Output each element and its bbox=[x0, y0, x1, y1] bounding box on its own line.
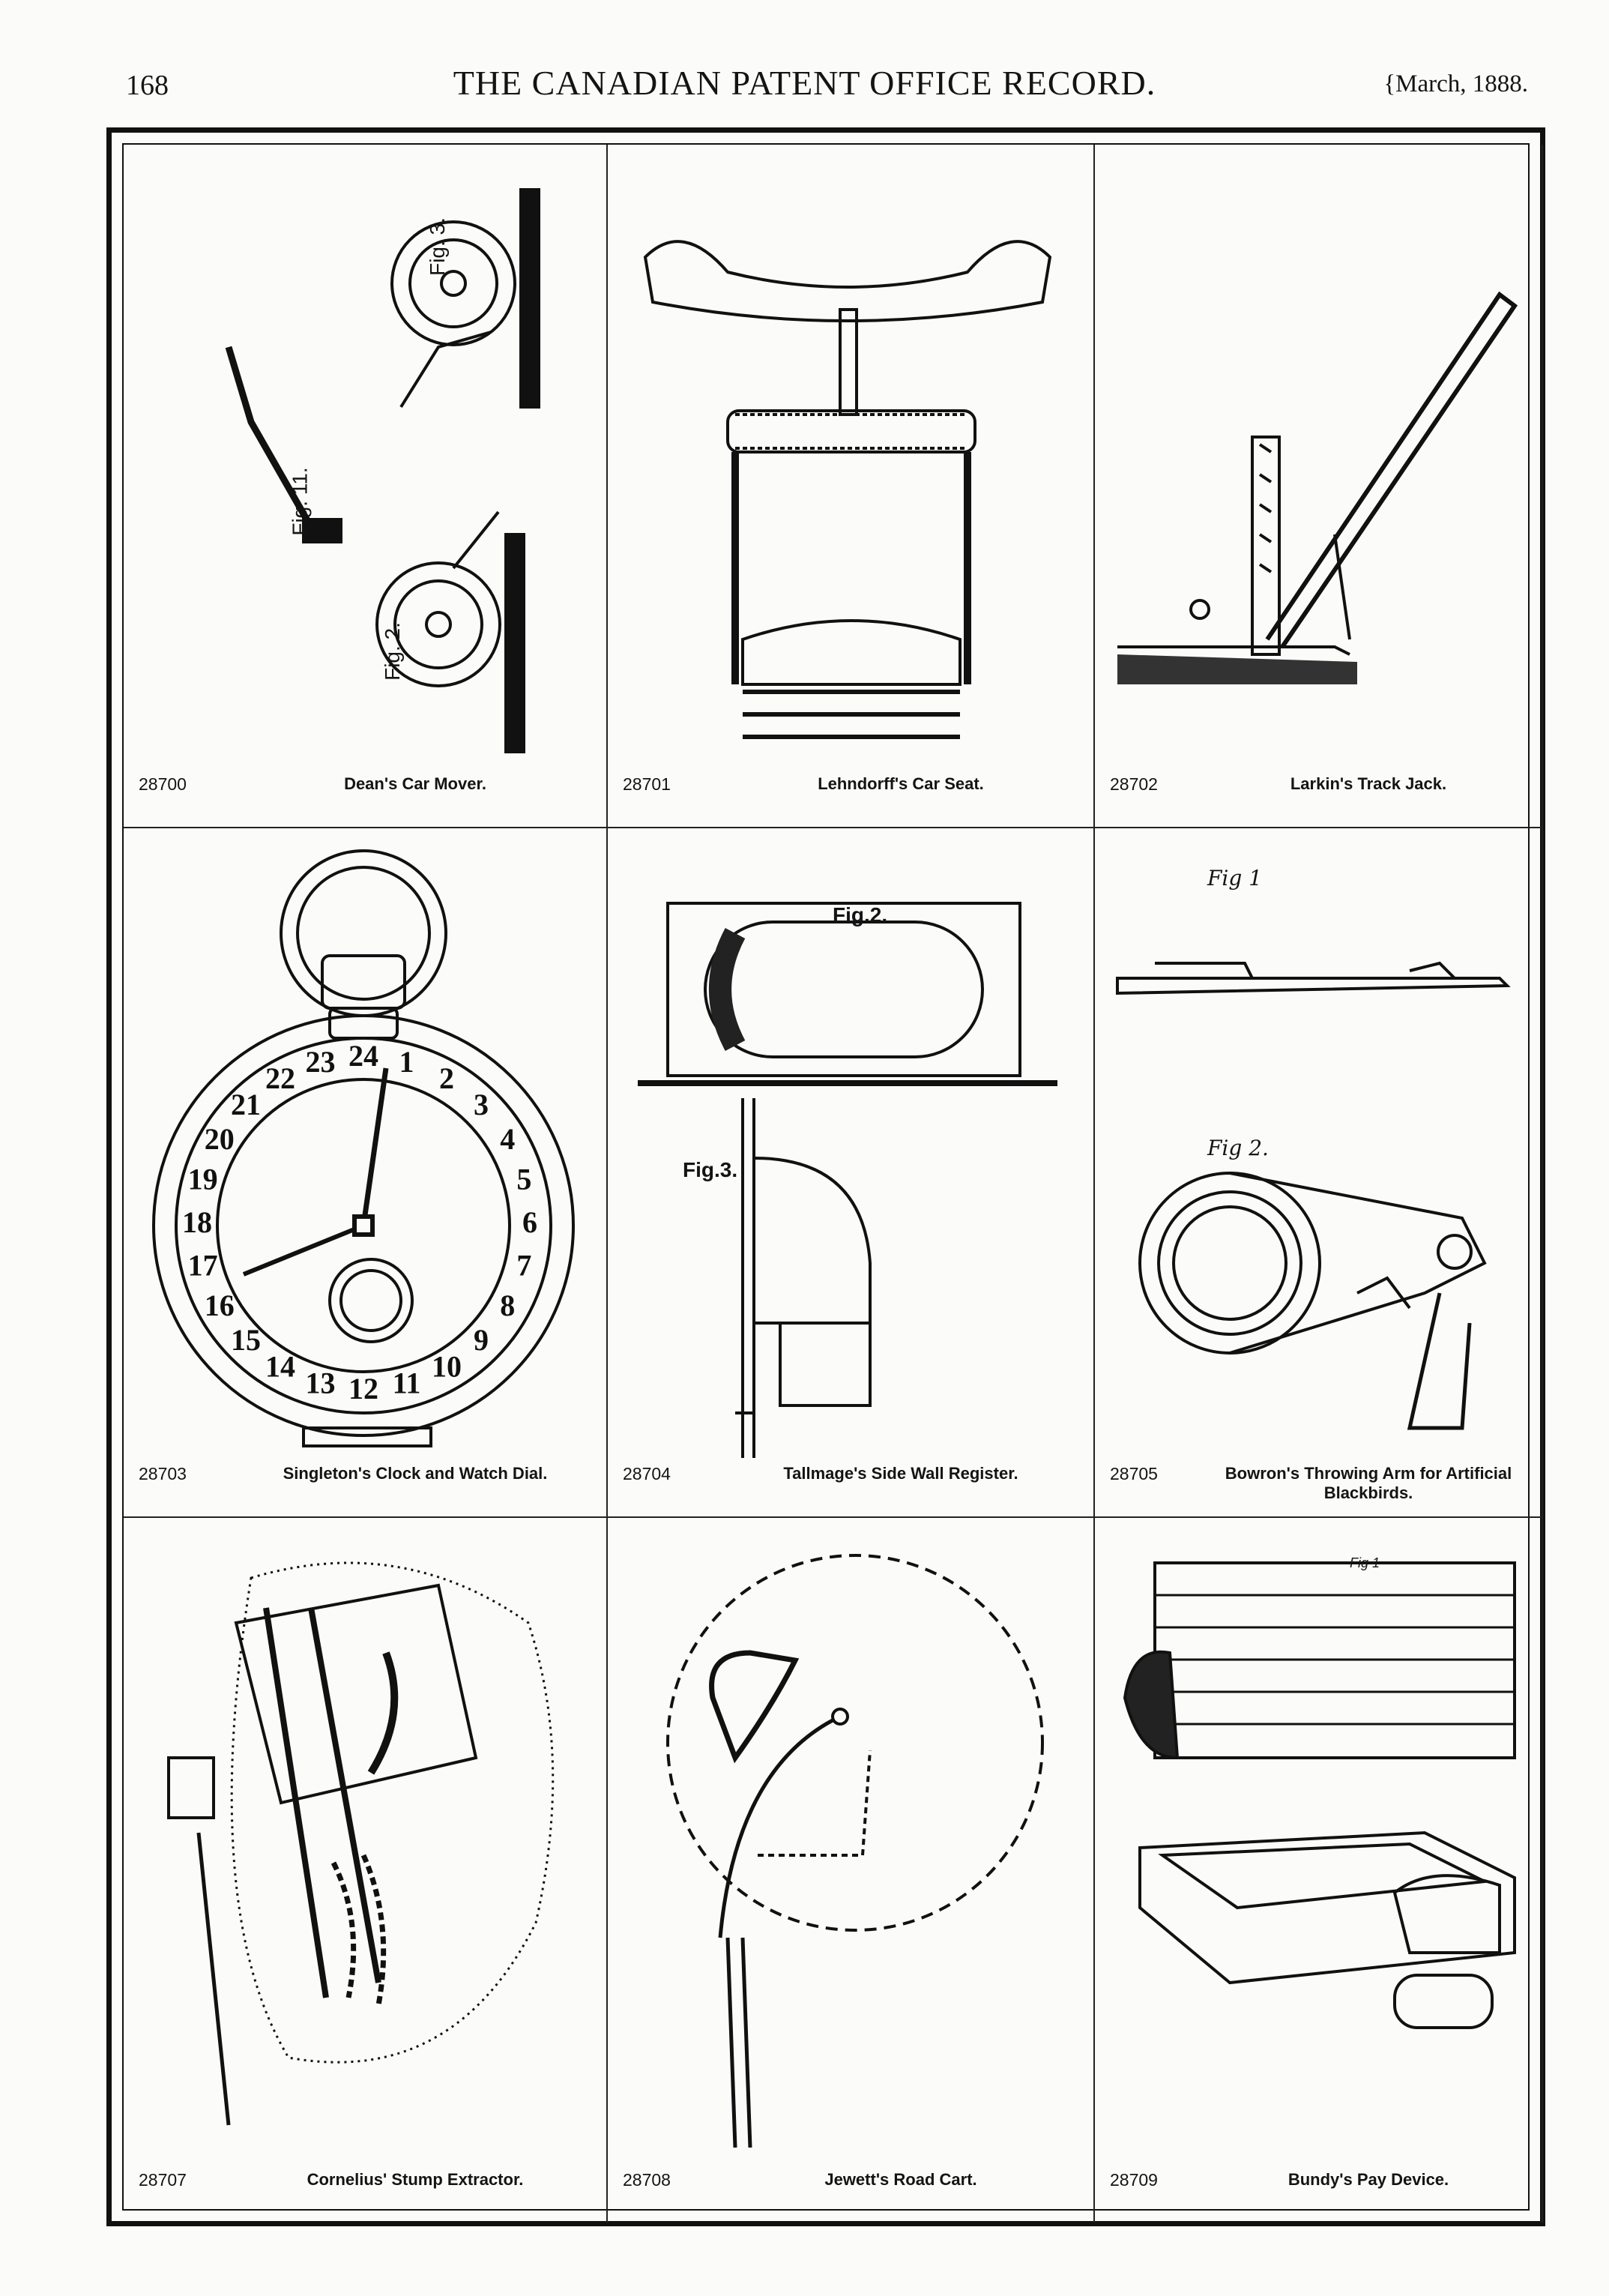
dial-numeral: 5 bbox=[516, 1163, 531, 1196]
patent-title: Bundy's Pay Device. bbox=[1287, 2170, 1449, 2189]
figure-caption: 28704 Tallmage's Side Wall Register. bbox=[608, 1458, 1093, 1506]
dial-numeral: 1 bbox=[399, 1045, 414, 1079]
patent-number: 28703 bbox=[139, 1464, 187, 1483]
dial-numeral: 6 bbox=[522, 1205, 537, 1239]
figure-cell-pay-device: Fig 1 28709 Bundy's Pay Device. bbox=[1095, 1518, 1543, 2223]
figure-cell-car-seat: 28701 Lehndorff's Car Seat. bbox=[608, 145, 1095, 828]
figure-label: Fig.2. bbox=[833, 903, 888, 926]
patent-title: Larkin's Track Jack. bbox=[1290, 774, 1447, 793]
patent-number: 28708 bbox=[623, 2170, 671, 2190]
patent-title: Tallmage's Side Wall Register. bbox=[783, 1464, 1018, 1483]
figure-caption: 28702 Larkin's Track Jack. bbox=[1095, 768, 1542, 816]
figure-label: Fig 2. bbox=[1207, 1136, 1269, 1160]
figure-cell-track-jack: 28702 Larkin's Track Jack. bbox=[1095, 145, 1543, 828]
figure-cell-wall-register: Fig.2. Fig.3. 28704 Tallmage's Side Wall… bbox=[608, 828, 1095, 1518]
figure-caption: 28705 Bowron's Throwing Arm for Artifici… bbox=[1095, 1458, 1542, 1506]
dial-numeral: 11 bbox=[393, 1367, 421, 1400]
throwing-arm-drawing bbox=[1116, 961, 1511, 1430]
figure-caption: 28707 Cornelius' Stump Extractor. bbox=[124, 2164, 606, 2212]
patent-title: Cornelius' Stump Extractor. bbox=[307, 2170, 524, 2189]
figure-cell-throwing-arm: Fig 1 Fig 2. 28705 Bowron's Throwing Arm… bbox=[1095, 828, 1543, 1518]
figure-plate: Fig. 3. Fig. 11. Fig. 2. 28700 Dean's Ca… bbox=[106, 127, 1545, 2226]
road-cart-drawing bbox=[666, 1554, 1044, 2148]
figure-cell-road-cart: 28708 Jewett's Road Cart. bbox=[608, 1518, 1095, 2223]
patent-title: Lehndorff's Car Seat. bbox=[818, 774, 984, 793]
figure-label: Fig. 11. bbox=[288, 467, 312, 536]
figure-label: Fig 1 bbox=[1350, 1555, 1380, 1570]
issue-date: {March, 1888. bbox=[1383, 70, 1528, 97]
publication-title: THE CANADIAN PATENT OFFICE RECORD. bbox=[453, 64, 1156, 102]
track-jack-drawing bbox=[1117, 291, 1518, 684]
stump-extractor-drawing bbox=[167, 1561, 555, 2126]
patent-number: 28702 bbox=[1110, 774, 1158, 794]
dial-numeral: 13 bbox=[306, 1367, 336, 1400]
figure-caption: 28709 Bundy's Pay Device. bbox=[1095, 2164, 1542, 2212]
dial-numeral: 18 bbox=[182, 1205, 212, 1239]
dial-numeral: 21 bbox=[231, 1088, 261, 1121]
dial-numeral: 16 bbox=[205, 1289, 235, 1322]
page-header: 168 THE CANADIAN PATENT OFFICE RECORD. {… bbox=[0, 0, 1609, 127]
figure-grid: Fig. 3. Fig. 11. Fig. 2. 28700 Dean's Ca… bbox=[122, 143, 1543, 2223]
dial-numeral: 22 bbox=[265, 1061, 295, 1095]
car-seat-drawing bbox=[643, 240, 1052, 739]
dial-numeral: 8 bbox=[500, 1289, 515, 1322]
dial-numeral: 15 bbox=[231, 1323, 261, 1357]
page-number: 168 bbox=[126, 70, 169, 101]
dial-numeral: 4 bbox=[500, 1122, 515, 1156]
patent-number: 28705 bbox=[1110, 1464, 1158, 1483]
car-mover-drawing bbox=[225, 188, 540, 753]
wall-register-drawing bbox=[638, 902, 1057, 1458]
dial-numeral: 3 bbox=[474, 1088, 489, 1121]
dial-numeral: 10 bbox=[432, 1349, 462, 1383]
patent-title: Jewett's Road Cart. bbox=[824, 2170, 977, 2189]
patent-title: Bowron's Throwing Arm for Artificial Bla… bbox=[1225, 1464, 1512, 1502]
figure-label: Fig. 2. bbox=[380, 622, 404, 681]
figure-label: Fig.3. bbox=[683, 1158, 738, 1181]
patent-number: 28700 bbox=[139, 774, 187, 794]
dial-numeral: 20 bbox=[205, 1122, 235, 1156]
pay-device-drawing bbox=[1123, 1561, 1516, 2029]
dial-numeral: 23 bbox=[306, 1045, 336, 1079]
figure-cell-stump-extractor: 28707 Cornelius' Stump Extractor. bbox=[124, 1518, 608, 2223]
figure-caption: 28701 Lehndorff's Car Seat. bbox=[608, 768, 1093, 816]
dial-numeral: 9 bbox=[474, 1323, 489, 1357]
patent-title: Dean's Car Mover. bbox=[344, 774, 486, 793]
figure-label: Fig. 3. bbox=[425, 217, 449, 276]
patent-number: 28707 bbox=[139, 2170, 187, 2190]
dial-numeral: 12 bbox=[348, 1372, 378, 1405]
dial-numeral: 14 bbox=[265, 1349, 295, 1383]
figure-cell-car-mover: Fig. 3. Fig. 11. Fig. 2. 28700 Dean's Ca… bbox=[124, 145, 608, 828]
figure-caption: 28708 Jewett's Road Cart. bbox=[608, 2164, 1093, 2212]
dial-numeral: 19 bbox=[188, 1163, 218, 1196]
patent-number: 28709 bbox=[1110, 2170, 1158, 2190]
dial-numeral: 2 bbox=[439, 1061, 454, 1095]
patent-number: 28704 bbox=[623, 1464, 671, 1483]
figure-label: Fig 1 bbox=[1207, 866, 1263, 891]
patent-title: Singleton's Clock and Watch Dial. bbox=[283, 1464, 548, 1483]
figure-caption: 28700 Dean's Car Mover. bbox=[124, 768, 606, 816]
patent-number: 28701 bbox=[623, 774, 671, 794]
dial-numeral: 17 bbox=[188, 1249, 218, 1283]
dial-numeral: 7 bbox=[516, 1249, 531, 1283]
figure-caption: 28703 Singleton's Clock and Watch Dial. bbox=[124, 1458, 606, 1506]
dial-numeral: 24 bbox=[348, 1039, 378, 1073]
